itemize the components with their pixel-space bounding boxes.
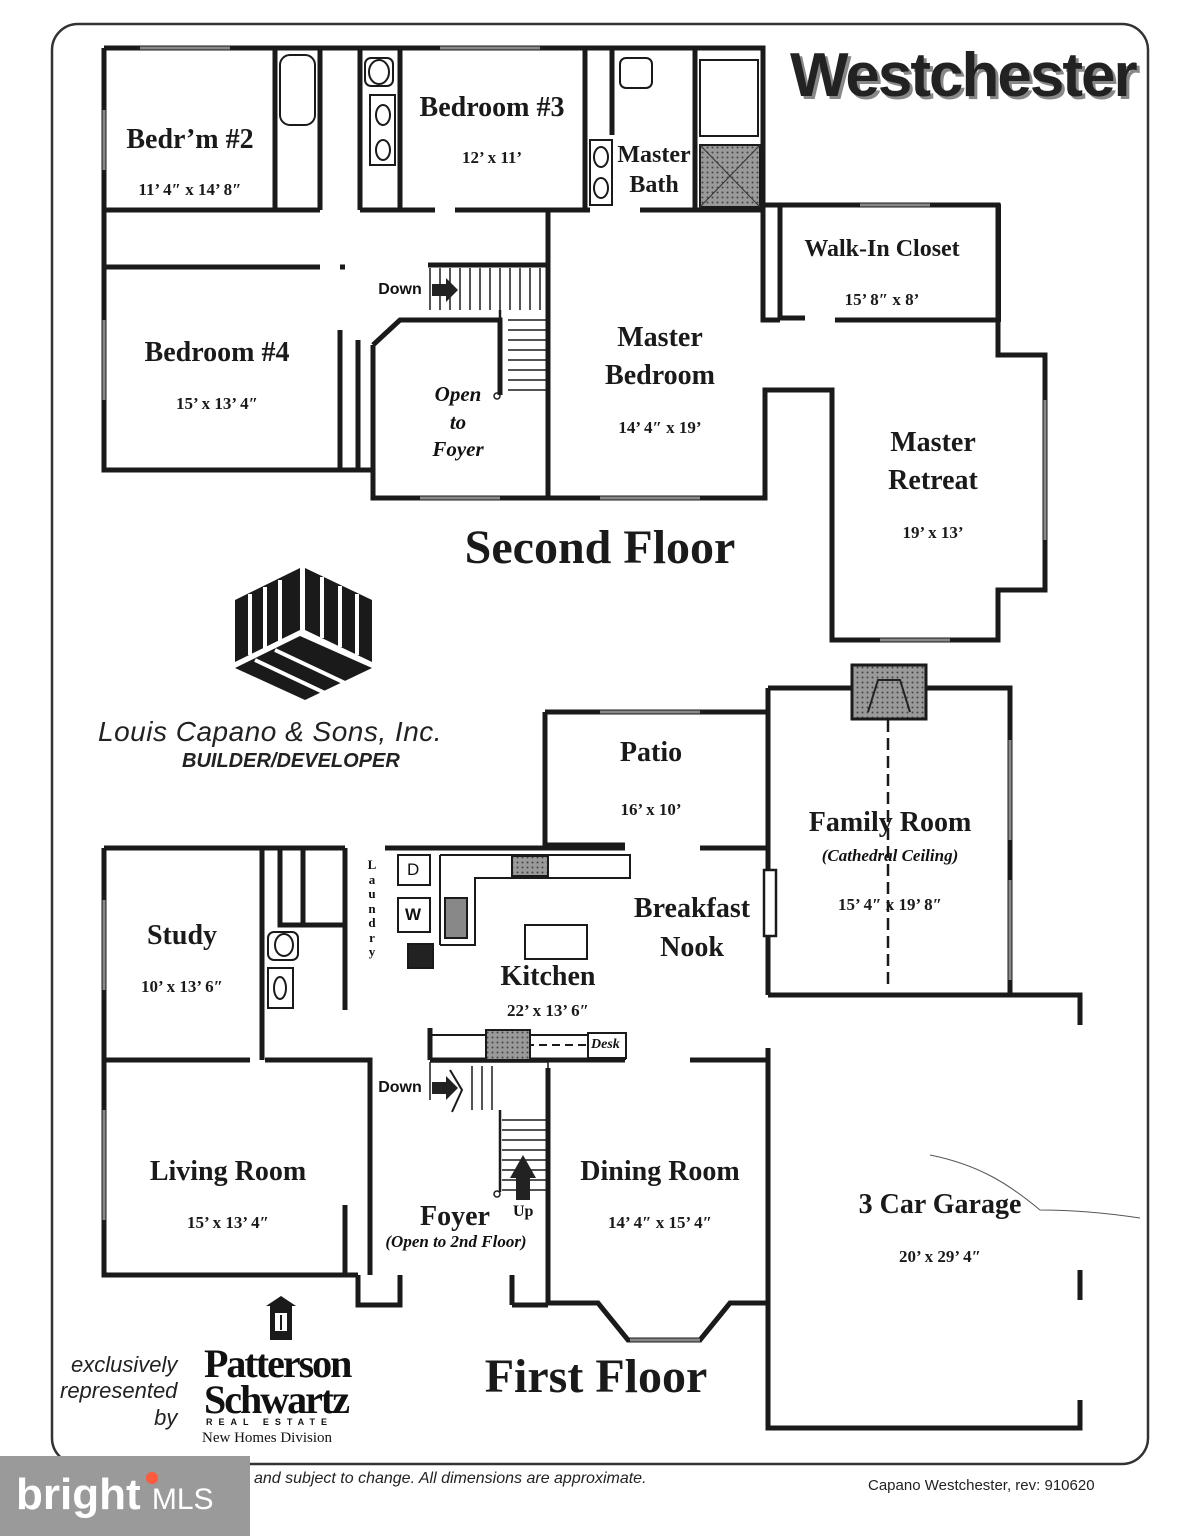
bedroom2-name: Bedr’m #2 bbox=[126, 124, 254, 155]
master-retreat-name-1: Master bbox=[890, 427, 976, 458]
bedroom4-name: Bedroom #4 bbox=[144, 337, 290, 368]
bedroom3-name: Bedroom #3 bbox=[419, 92, 565, 123]
second-floor-windows bbox=[102, 46, 1047, 642]
down-arrow-upper bbox=[432, 278, 458, 302]
family-room-name: Family Room bbox=[808, 807, 972, 838]
page-border bbox=[50, 22, 1150, 1466]
kitchen-sink-counter bbox=[485, 1029, 531, 1061]
kitchen-dims: 22’ x 13’ 6″ bbox=[507, 1001, 589, 1020]
agency-name: Patterson Schwartz bbox=[204, 1341, 352, 1422]
second-floor-heading: Second Floor bbox=[464, 521, 736, 574]
patio-name: Patio bbox=[619, 737, 683, 768]
foyer-name: Foyer bbox=[420, 1201, 490, 1232]
revision-text: Capano Westchester, rev: 910620 bbox=[868, 1477, 1095, 1494]
garage-annotation-line bbox=[929, 1154, 1141, 1219]
walk-in-closet-dims: 15’ 8″ x 8’ bbox=[844, 290, 920, 309]
agency-tag: REAL ESTATE bbox=[206, 1417, 334, 1427]
master-bedroom-name-2: Bedroom bbox=[605, 360, 715, 391]
agency-division: New Homes Division bbox=[202, 1430, 332, 1446]
dining-room-name: Dining Room bbox=[580, 1156, 740, 1187]
bright-mls-watermark: bright MLS bbox=[0, 1456, 250, 1536]
walk-in-closet-name: Walk-In Closet bbox=[804, 236, 960, 262]
master-bedroom-dims: 14’ 4″ x 19’ bbox=[618, 418, 702, 437]
open-to-foyer-2: to bbox=[449, 410, 467, 434]
master-retreat-dims: 19’ x 13’ bbox=[902, 523, 964, 542]
garage-dims: 20’ x 29’ 4″ bbox=[899, 1247, 981, 1266]
patio-dims: 16’ x 10’ bbox=[620, 800, 682, 819]
builder-name: Louis Capano & Sons, Inc. bbox=[98, 716, 443, 747]
up-arrow bbox=[510, 1155, 536, 1200]
second-floor-fixtures bbox=[279, 54, 759, 206]
dryer-label: D bbox=[407, 860, 420, 879]
watermark-dot-icon bbox=[146, 1472, 158, 1484]
closet-outer-wall bbox=[763, 204, 1001, 322]
nook-counter bbox=[762, 868, 778, 938]
bedroom3-dims: 12’ x 11’ bbox=[461, 148, 523, 167]
laundry-label: L a u n d r y bbox=[367, 857, 377, 959]
master-bath-label-1: Master bbox=[617, 142, 691, 168]
dining-room-dims: 14’ 4″ x 15’ 4″ bbox=[607, 1213, 713, 1232]
watermark-text: bright MLS bbox=[16, 1470, 214, 1519]
family-room-note: (Cathedral Ceiling) bbox=[821, 846, 959, 865]
down-label-upper: Down bbox=[378, 281, 422, 298]
up-label: Up bbox=[513, 1203, 534, 1220]
first-floor-stair bbox=[429, 1061, 549, 1198]
kitchen-name: Kitchen bbox=[500, 961, 596, 992]
second-floor-walls bbox=[101, 45, 1048, 643]
open-to-foyer-1: Open bbox=[434, 382, 482, 406]
family-room-dims: 15’ 4″ x 19’ 8″ bbox=[837, 895, 943, 914]
cooktop bbox=[511, 855, 549, 877]
first-floor-heading: First Floor bbox=[484, 1350, 708, 1403]
garage-name: 3 Car Garage bbox=[858, 1189, 1022, 1220]
foyer-note: (Open to 2nd Floor) bbox=[385, 1232, 527, 1251]
washer-label: W bbox=[405, 905, 422, 924]
master-bedroom-name-1: Master bbox=[617, 322, 703, 353]
builder-logo bbox=[235, 568, 372, 700]
living-room-dims: 15’ x 13’ 4″ bbox=[187, 1213, 269, 1232]
master-retreat-name-2: Retreat bbox=[888, 465, 978, 496]
open-to-foyer-3: Foyer bbox=[432, 437, 484, 461]
study-name: Study bbox=[146, 920, 218, 951]
builder-role: BUILDER/DEVELOPER bbox=[182, 750, 400, 772]
down-arrow-lower bbox=[432, 1076, 458, 1100]
fireplace bbox=[850, 663, 928, 721]
breakfast-nook-name-2: Nook bbox=[660, 932, 724, 963]
living-room-name: Living Room bbox=[149, 1156, 307, 1187]
master-bath-label-2: Bath bbox=[629, 172, 679, 198]
patterson-schwartz-lantern-icon bbox=[266, 1296, 296, 1340]
represented-by-text: exclusively represented by bbox=[60, 1352, 178, 1430]
desk-box bbox=[587, 1032, 627, 1059]
study-dims: 10’ x 13’ 6″ bbox=[141, 977, 223, 996]
plan-title: Westchester bbox=[790, 41, 1138, 110]
desk-label: Desk bbox=[591, 1037, 620, 1052]
breakfast-nook-name-1: Breakfast bbox=[633, 893, 751, 924]
bedroom4-dims: 15’ x 13’ 4″ bbox=[176, 394, 258, 413]
bedroom2-dims: 11’ 4″ x 14’ 8″ bbox=[138, 180, 242, 199]
disclaimer-text: and subject to change. All dimensions ar… bbox=[254, 1470, 647, 1487]
down-label-lower: Down bbox=[378, 1079, 422, 1096]
